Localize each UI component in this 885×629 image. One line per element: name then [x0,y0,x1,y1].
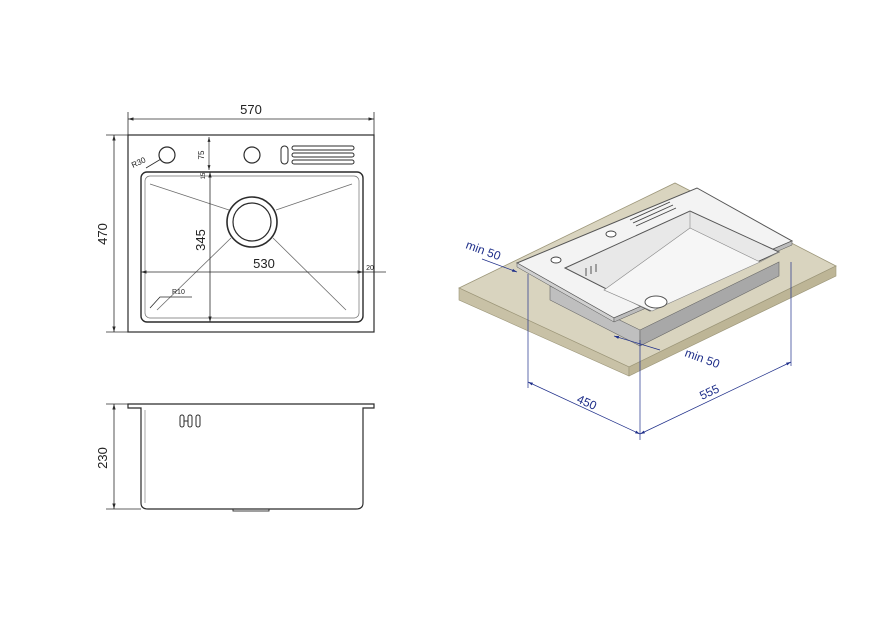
iso-overflow-slot [585,264,597,276]
bowl-slope-lines [149,183,353,311]
dimension-width [127,112,375,135]
r10-leader [149,296,192,309]
min-front-label: min 50 [683,346,722,372]
tap-hole-center [243,146,261,164]
iso-dimension-lines [481,258,792,440]
iso-bowl-wall-right [759,251,780,263]
inner-width-label: 530 [253,256,275,271]
overflow-slot-side [179,414,201,428]
dimension-height [106,134,128,333]
bowl-inner [144,175,360,319]
bowl-outline [140,171,364,323]
height-label: 470 [95,223,110,245]
bowl-radius-label: R10 [172,289,185,296]
side-view: 230 [95,403,375,512]
drain-inner [232,202,272,242]
drain-outer [226,196,278,248]
r30-leader [145,158,162,169]
width-label: 570 [240,102,262,117]
side-label: 20 [366,265,374,272]
tap-hole-left [158,146,176,164]
iso-tap-hole-left [550,256,562,264]
overflow-grill [280,145,355,165]
iso-drain [644,295,668,309]
sink-outline [127,134,375,333]
sink-side-profile [127,403,375,510]
isometric-view: min 50 min 50 450 555 [458,182,837,440]
inner-depth-label: 345 [193,229,208,251]
top-view: 570 470 530 345 75 15 20 R30 R10 [95,102,386,333]
hole-offset-label: 75 [197,150,206,159]
gap-label: 15 [201,172,207,179]
iso-tap-hole-center [605,230,617,238]
corner-radius-label: R30 [130,155,148,170]
drain-stub [232,508,270,512]
iso-overflow-grill [629,201,677,227]
depth-label: 230 [95,447,110,469]
dimension-side [363,266,386,278]
dimension-depth [106,403,141,510]
countertop-front-right [628,265,837,377]
cut-width-label: 555 [697,381,721,402]
cut-depth-label: 450 [575,392,599,413]
